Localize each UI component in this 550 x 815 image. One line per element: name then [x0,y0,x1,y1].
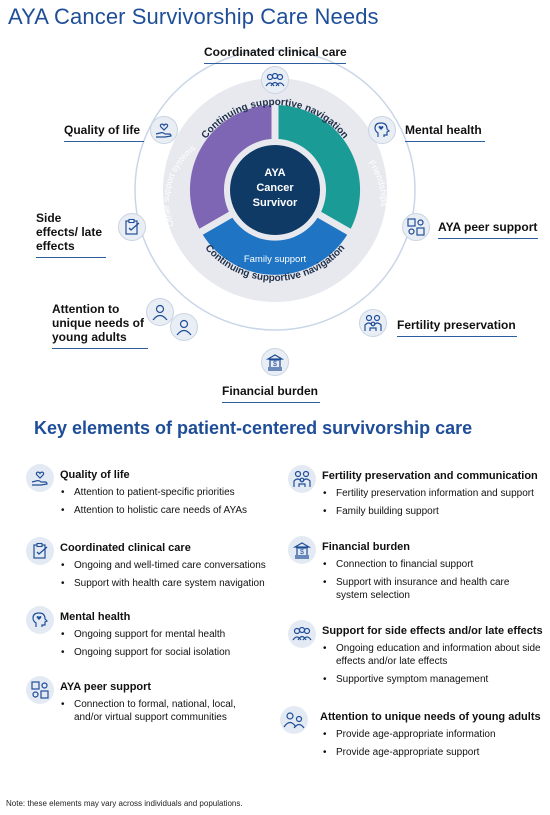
bullet-list: Fertility preservation information and s… [322,487,547,523]
bullet-item: Attention to holistic care needs of AYAs [60,504,285,517]
footnote: Note: these elements may vary across ind… [6,799,243,808]
survivorship-diagram: AYA Cancer Survivor Continuing supportiv… [0,30,550,410]
node-quality-of-life: Quality of life [64,123,144,142]
care-wheel: AYA Cancer Survivor Continuing supportiv… [134,49,416,331]
bullet-list: Ongoing support for mental health Ongoin… [60,628,285,664]
young-adult-second-icon [170,313,198,341]
family-support-label: Family support [244,254,307,265]
page-title: AYA Cancer Survivorship Care Needs [8,4,379,29]
bullet-item: Family building support [322,505,547,518]
mental-health-icon [368,116,396,144]
bullet-item: Ongoing and well-timed care conversation… [60,559,285,572]
key-element-title: Quality of life [60,469,130,481]
bank-icon: $ [288,536,316,564]
other-support-segment [189,105,272,229]
family-support-segment [202,217,348,275]
outer-orbit [134,49,416,331]
node-side-effects: Side effects/ late effects [36,211,106,258]
node-aya-peer-support: AYA peer support [438,220,538,239]
fertility-icon [359,309,387,337]
family-icon [288,465,316,493]
center-text-line2: Cancer [256,182,294,194]
center-text-line3: Survivor [253,197,298,209]
bullet-list: Connection to financial support Support … [322,558,547,607]
side-effects-icon [118,213,146,241]
key-elements-title: Key elements of patient-centered survivo… [34,418,473,438]
peer-group-icon [26,676,54,704]
bullet-item: Connection to financial support [322,558,547,571]
node-coordinated-clinical-care: Coordinated clinical care [204,45,347,64]
team-icon [288,620,316,648]
bullet-item: Attention to patient-specific priorities [60,486,285,499]
friendships-segment [278,105,361,229]
bullet-item: Ongoing education and information about … [322,642,547,668]
bullet-item: Ongoing support for mental health [60,628,285,641]
svg-text:$: $ [273,361,277,368]
key-element-title: Financial burden [322,541,411,553]
bullet-item: Provide age-appropriate support [322,746,547,759]
key-element-title: Fertility preservation and communication [322,470,538,482]
node-financial-burden: Financial burden [222,384,320,403]
center-circle [230,145,320,235]
coordinated-care-icon [261,66,289,94]
bullet-list: Ongoing and well-timed care conversation… [60,559,285,595]
peer-support-icon [402,213,430,241]
node-attention-young-adults: Attention to unique needs of young adult… [52,302,148,349]
bullet-item: Support with health care system navigati… [60,577,285,590]
bullet-item: Connection to formal, national, local, a… [60,698,260,724]
bullet-item: Supportive symptom management [322,673,547,686]
key-element-title: Mental health [60,611,131,623]
financial-icon: $ [261,348,289,376]
head-heart-icon [26,606,54,634]
young-adults-icon [280,706,308,734]
bullet-list: Provide age-appropriate information Prov… [322,728,547,764]
bullet-item: Ongoing support for social isolation [60,646,285,659]
center-text-line1: AYA [264,167,285,179]
bullet-list: Ongoing education and information about … [322,642,547,691]
heart-hand-icon [26,464,54,492]
key-element-title: AYA peer support [60,681,152,693]
young-adults-icon [146,298,174,326]
bullet-item: Fertility preservation information and s… [322,487,547,500]
clipboard-icon [26,537,54,565]
bullet-item: Support with insurance and health care s… [322,576,522,602]
bullet-item: Provide age-appropriate information [322,728,547,741]
key-element-title: Coordinated clinical care [60,542,191,554]
quality-of-life-icon [150,116,178,144]
bullet-list: Attention to patient-specific priorities… [60,486,285,522]
node-mental-health: Mental health [405,123,485,142]
bullet-list: Connection to formal, national, local, a… [60,698,260,729]
node-fertility-preservation: Fertility preservation [397,318,517,337]
svg-text:$: $ [300,549,304,556]
key-element-title: Support for side effects and/or late eff… [322,625,543,637]
key-element-title: Attention to unique needs of young adult… [320,711,541,723]
